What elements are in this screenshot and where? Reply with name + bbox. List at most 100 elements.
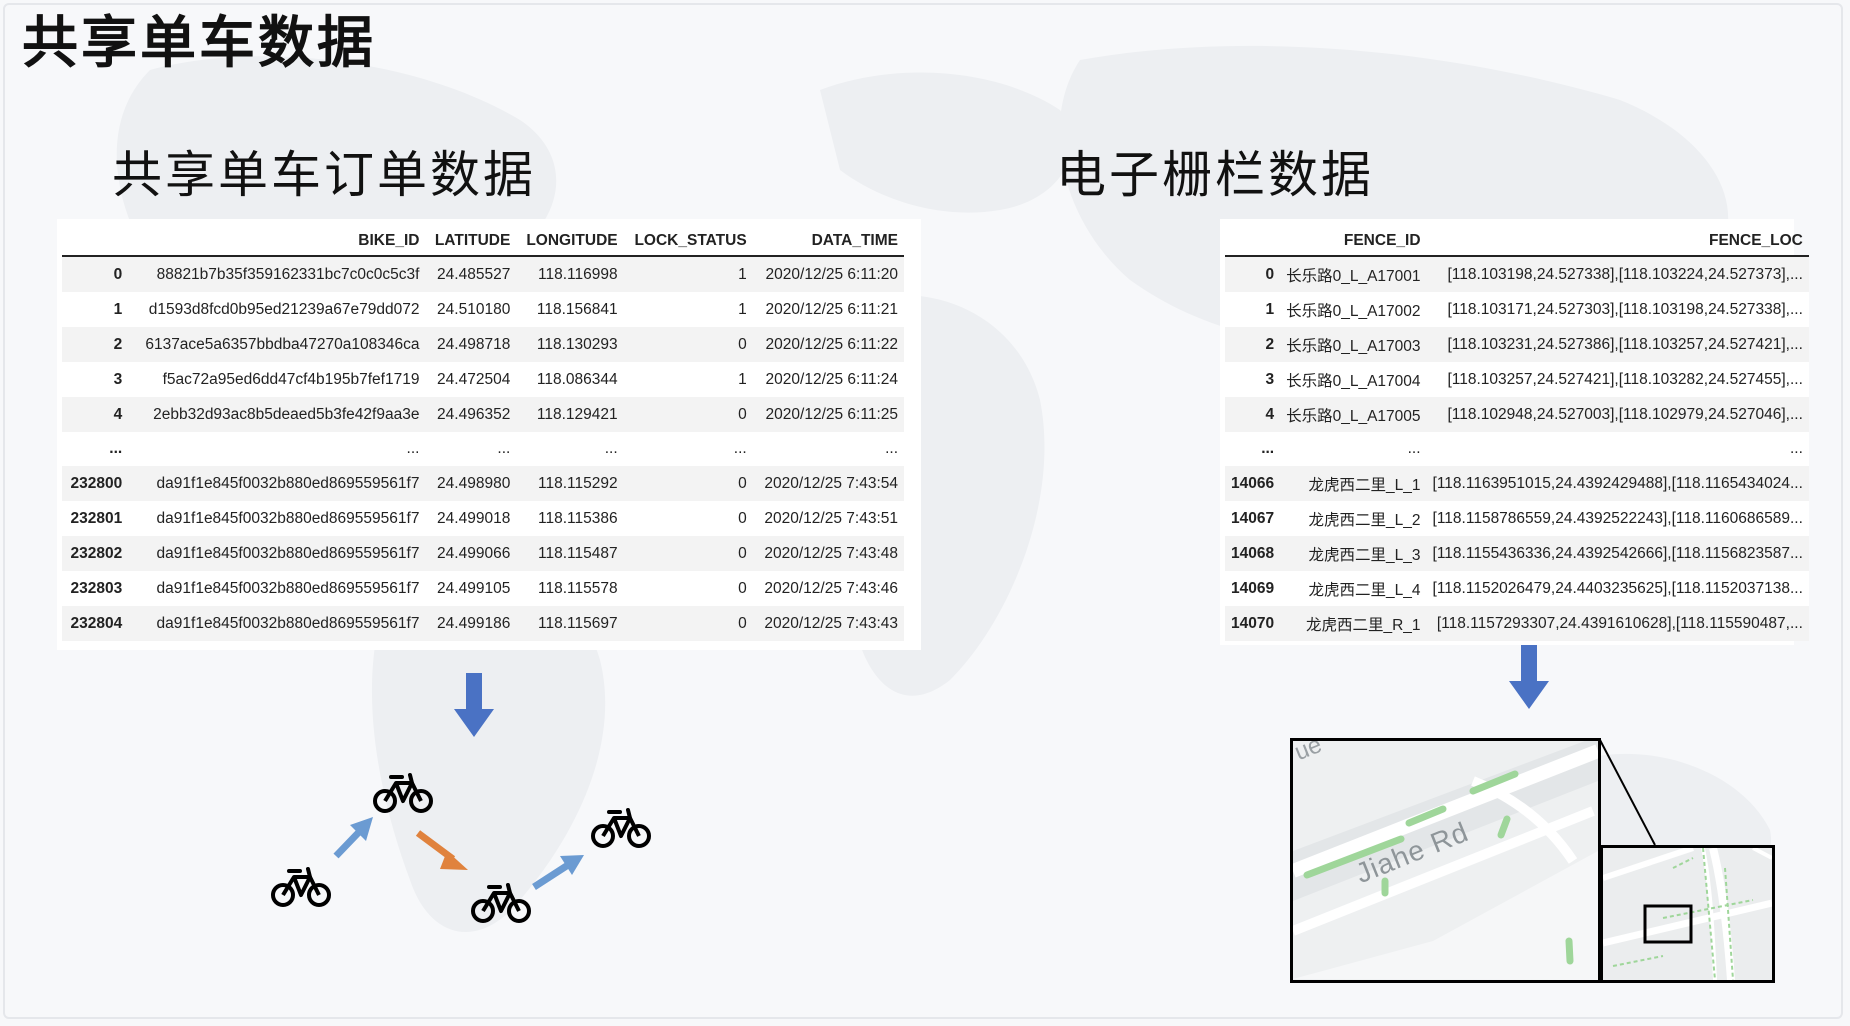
arrow-light-blue-icon: [532, 855, 584, 890]
table-row: 0 88821b7b35f359162331bc7c0c0c5c3f 24.48…: [62, 256, 904, 292]
fence-col-fence-id: FENCE_ID: [1280, 227, 1427, 257]
cell-bike-id: 2ebb32d93ac8b5deaed5b3fe42f9aa3e: [128, 397, 426, 432]
cell-fence-loc: [118.1152026479,24.4403235625],[118.1152…: [1426, 571, 1809, 606]
cell-latitude: 24.496352: [425, 397, 517, 432]
map-roads: [1293, 741, 1598, 980]
table-row: 4 长乐路0_L_A17005 [118.102948,24.527003],[…: [1225, 397, 1809, 432]
row-index: 2: [1225, 327, 1281, 362]
cell-longitude: 118.156841: [516, 292, 624, 327]
arrow-light-blue-icon: [333, 817, 373, 859]
row-index: 1: [1225, 292, 1281, 327]
cell-fence-loc: ...: [1426, 432, 1809, 466]
row-index: 14067: [1225, 501, 1281, 536]
cell-fence-id: 龙虎西二里_L_4: [1280, 571, 1427, 606]
cell-fence-loc: [118.103231,24.527386],[118.103257,24.52…: [1426, 327, 1809, 362]
table-row: 232803 da91f1e845f0032b880ed869559561f7 …: [62, 571, 904, 606]
row-index: 232800: [62, 466, 129, 501]
cell-longitude: 118.115487: [516, 536, 624, 571]
cell-data-time: 2020/12/25 6:11:21: [752, 292, 904, 327]
cell-bike-id: 6137ace5a6357bbdba47270a108346ca: [128, 327, 426, 362]
cell-data-time: 2020/12/25 7:43:46: [752, 571, 904, 606]
cell-bike-id: f5ac72a95ed6dd47cf4b195b7fef1719: [128, 362, 426, 397]
cell-latitude: 24.499105: [425, 571, 517, 606]
table-row: 0 长乐路0_L_A17001 [118.103198,24.527338],[…: [1225, 256, 1809, 292]
table-row: 14067 龙虎西二里_L_2 [118.1158786559,24.43925…: [1225, 501, 1809, 536]
page-title: 共享单车数据: [22, 11, 376, 76]
cell-latitude: 24.499066: [425, 536, 517, 571]
cell-data-time: 2020/12/25 7:43:43: [752, 606, 904, 641]
fence-col-index: [1225, 227, 1281, 257]
cell-fence-loc: [118.1158786559,24.4392522243],[118.1160…: [1426, 501, 1809, 536]
table-row: 232801 da91f1e845f0032b880ed869559561f7 …: [62, 501, 904, 536]
cell-latitude: 24.499186: [425, 606, 517, 641]
bike-icon: [591, 808, 651, 848]
cell-latitude: 24.510180: [425, 292, 517, 327]
bike-icon: [271, 867, 331, 907]
down-arrow-icon: [454, 673, 494, 737]
cell-bike-id: 88821b7b35f359162331bc7c0c0c5c3f: [128, 256, 426, 292]
row-index: 14070: [1225, 606, 1281, 641]
cell-bike-id: d1593d8fcd0b95ed21239a67e79dd072: [128, 292, 426, 327]
cell-lock-status: 1: [623, 292, 753, 327]
cell-fence-id: 龙虎西二里_L_1: [1280, 466, 1427, 501]
cell-lock-status: 0: [623, 397, 753, 432]
cell-fence-id: 龙虎西二里_R_1: [1280, 606, 1427, 641]
cell-fence-id: ...: [1280, 432, 1427, 466]
orders-table: BIKE_ID LATITUDE LONGITUDE LOCK_STATUS D…: [62, 227, 904, 641]
cell-bike-id: da91f1e845f0032b880ed869559561f7: [128, 466, 426, 501]
cell-bike-id: da91f1e845f0032b880ed869559561f7: [128, 501, 426, 536]
cell-fence-loc: [118.1157293307,24.4391610628],[118.1155…: [1426, 606, 1809, 641]
fence-table-panel: FENCE_ID FENCE_LOC 0 长乐路0_L_A17001 [118.…: [1220, 219, 1809, 645]
table-row: 1 d1593d8fcd0b95ed21239a67e79dd072 24.51…: [62, 292, 904, 327]
table-row: 232800 da91f1e845f0032b880ed869559561f7 …: [62, 466, 904, 501]
cell-data-time: ...: [752, 432, 904, 466]
overview-minimap: [1600, 845, 1775, 983]
orders-col-latitude: LATITUDE: [425, 227, 517, 257]
cell-longitude: 118.129421: [516, 397, 624, 432]
table-row: 14069 龙虎西二里_L_4 [118.1152026479,24.44032…: [1225, 571, 1809, 606]
bike-trajectory-diagram: [271, 773, 651, 923]
cell-longitude: 118.115386: [516, 501, 624, 536]
bike-icon: [471, 883, 531, 923]
table-row: 232802 da91f1e845f0032b880ed869559561f7 …: [62, 536, 904, 571]
minimap-roads: [1603, 848, 1772, 980]
row-index: ...: [1225, 432, 1281, 466]
cell-fence-id: 长乐路0_L_A17003: [1280, 327, 1427, 362]
fence-section-title: 电子栅栏数据: [1056, 146, 1374, 204]
cell-fence-loc: [118.1163951015,24.4392429488],[118.1165…: [1426, 466, 1809, 501]
row-index: 14069: [1225, 571, 1281, 606]
cell-fence-id: 长乐路0_L_A17004: [1280, 362, 1427, 397]
table-row: 14070 龙虎西二里_R_1 [118.1157293307,24.43916…: [1225, 606, 1809, 641]
cell-latitude: 24.499018: [425, 501, 517, 536]
cell-longitude: 118.115292: [516, 466, 624, 501]
cell-data-time: 2020/12/25 7:43:54: [752, 466, 904, 501]
fence-map-zoom: ue Jiahe Rd: [1290, 738, 1601, 983]
cell-bike-id: da91f1e845f0032b880ed869559561f7: [128, 571, 426, 606]
fence-col-fence-loc: FENCE_LOC: [1426, 227, 1809, 257]
cell-fence-loc: [118.103257,24.527421],[118.103282,24.52…: [1426, 362, 1809, 397]
cell-fence-id: 长乐路0_L_A17001: [1280, 256, 1427, 292]
cell-lock-status: 0: [623, 571, 753, 606]
cell-lock-status: ...: [623, 432, 753, 466]
cell-fence-loc: [118.103198,24.527338],[118.103224,24.52…: [1426, 256, 1809, 292]
table-row: 14066 龙虎西二里_L_1 [118.1163951015,24.43924…: [1225, 466, 1809, 501]
cell-longitude: 118.116998: [516, 256, 624, 292]
row-index: 232804: [62, 606, 129, 641]
cell-fence-id: 长乐路0_L_A17002: [1280, 292, 1427, 327]
cell-lock-status: 0: [623, 466, 753, 501]
orders-col-data-time: DATA_TIME: [752, 227, 904, 257]
table-row: 4 2ebb32d93ac8b5deaed5b3fe42f9aa3e 24.49…: [62, 397, 904, 432]
cell-data-time: 2020/12/25 7:43:48: [752, 536, 904, 571]
orders-section-title: 共享单车订单数据: [112, 146, 536, 204]
cell-lock-status: 0: [623, 327, 753, 362]
cell-lock-status: 0: [623, 501, 753, 536]
row-index: 3: [62, 362, 129, 397]
row-index: 0: [62, 256, 129, 292]
cell-longitude: 118.086344: [516, 362, 624, 397]
cell-bike-id: da91f1e845f0032b880ed869559561f7: [128, 536, 426, 571]
cell-fence-loc: [118.103171,24.527303],[118.103198,24.52…: [1426, 292, 1809, 327]
row-index: 2: [62, 327, 129, 362]
cell-longitude: 118.130293: [516, 327, 624, 362]
row-index: 3: [1225, 362, 1281, 397]
